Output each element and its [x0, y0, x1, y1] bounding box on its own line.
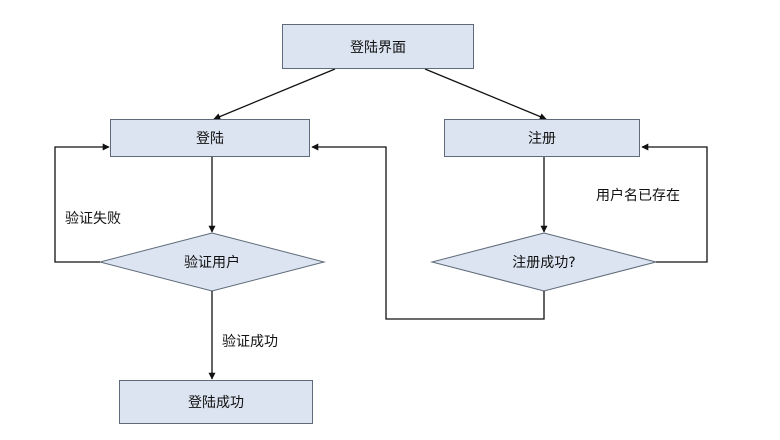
node-register-label: 注册: [528, 131, 556, 147]
edge-username-exists-to-register: [641, 143, 708, 263]
edge-login-screen-to-login: [213, 68, 336, 120]
node-login-success: 登陆成功: [119, 380, 313, 424]
node-login-success-label: 登陆成功: [188, 395, 244, 411]
node-login-screen: 登陆界面: [282, 24, 474, 69]
edge-login-screen-to-register: [424, 68, 547, 120]
register-success-label: 注册成功?: [512, 255, 576, 271]
node-login-label: 登陆: [196, 131, 224, 147]
edge-label-username-exists: 用户名已存在: [596, 188, 680, 204]
node-register: 注册: [444, 119, 640, 157]
edge-verify-failed-to-login: [54, 143, 110, 263]
node-login: 登陆: [110, 119, 310, 157]
edge-label-verify-success: 验证成功: [222, 334, 278, 350]
node-login-screen-label: 登陆界面: [350, 39, 406, 56]
edge-label-verify-failed: 验证失败: [65, 211, 121, 227]
edge-register-success-to-login: [311, 143, 545, 320]
verify-user-label: 验证用户: [184, 255, 240, 271]
